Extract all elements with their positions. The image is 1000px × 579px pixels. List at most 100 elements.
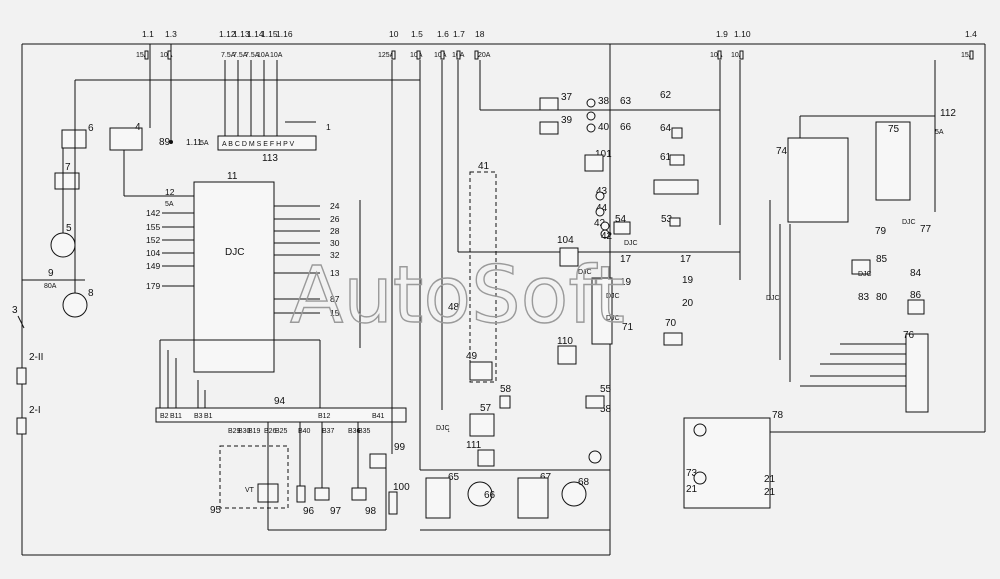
svg-text:80: 80 <box>876 292 888 303</box>
svg-text:B36: B36 <box>348 428 361 435</box>
svg-text:4: 4 <box>135 122 141 133</box>
svg-text:5A: 5A <box>200 140 209 147</box>
svg-text:125A: 125A <box>378 52 395 59</box>
svg-text:73: 73 <box>686 468 698 479</box>
svg-text:42: 42 <box>601 231 613 242</box>
middle-section: 41 48 49 37 39 38 40 63 66 62 64 101 61 … <box>419 60 741 531</box>
svg-text:85: 85 <box>876 254 888 265</box>
djc-output-arrows: 142 155 152 104 149 179 <box>146 208 194 291</box>
svg-text:B19: B19 <box>248 428 261 435</box>
svg-text:1.16: 1.16 <box>276 29 293 39</box>
svg-text:DJC: DJC <box>606 315 620 322</box>
starter-motor <box>50 232 76 258</box>
svg-text:61: 61 <box>660 152 672 163</box>
svg-text:97: 97 <box>330 506 342 517</box>
relay-group-41 <box>469 171 497 383</box>
svg-text:98: 98 <box>365 506 377 517</box>
svg-text:53: 53 <box>661 214 673 225</box>
fuse-1-5: 1.5 10A <box>410 29 423 60</box>
svg-text:80A: 80A <box>44 283 57 290</box>
ground-labels: DJC ↓ DJC DJC DJC DJC DJC DJC DJC <box>436 219 916 434</box>
svg-text:7.5A: 7.5A <box>245 52 260 59</box>
svg-text:104: 104 <box>146 248 160 258</box>
svg-text:43: 43 <box>596 186 608 197</box>
svg-text:66: 66 <box>484 490 496 501</box>
svg-text:30: 30 <box>330 238 340 248</box>
svg-text:B11: B11 <box>170 413 182 420</box>
svg-text:5: 5 <box>66 223 72 234</box>
svg-text:89: 89 <box>159 137 171 148</box>
svg-text:B12: B12 <box>318 413 331 420</box>
svg-text:66: 66 <box>620 122 632 133</box>
svg-text:99: 99 <box>394 442 406 453</box>
svg-text:1.9: 1.9 <box>716 29 728 39</box>
svg-text:77: 77 <box>920 224 932 235</box>
fuse-1-7: 1.710A <box>452 29 465 60</box>
svg-text:2-I: 2-I <box>29 405 41 416</box>
svg-text:13: 13 <box>330 268 340 278</box>
svg-text:DJC: DJC <box>606 293 620 300</box>
svg-text:1.12: 1.12 <box>219 29 236 39</box>
svg-text:6: 6 <box>88 123 94 134</box>
svg-text:94: 94 <box>274 396 286 407</box>
svg-text:B26: B26 <box>264 428 277 435</box>
svg-text:7.5A: 7.5A <box>233 52 248 59</box>
svg-text:19: 19 <box>620 277 632 288</box>
svg-text:19: 19 <box>682 275 694 286</box>
fuse-1-14: 1.147.5A <box>245 29 264 59</box>
svg-text:41: 41 <box>478 161 490 172</box>
connector-113: A B C D M S E F H P V 113 1 <box>217 60 331 164</box>
svg-text:B41: B41 <box>372 413 385 420</box>
svg-text:75: 75 <box>888 124 900 135</box>
svg-text:15A: 15A <box>136 52 149 59</box>
fuse-1-12: 1.127.5A <box>219 29 236 59</box>
svg-text:8: 8 <box>88 288 94 299</box>
svg-text:57: 57 <box>480 403 492 414</box>
svg-text:63: 63 <box>620 96 632 107</box>
svg-text:101: 101 <box>595 149 612 160</box>
svg-text:86: 86 <box>910 290 922 301</box>
svg-text:17: 17 <box>680 254 692 265</box>
svg-text:11: 11 <box>227 171 238 182</box>
svg-text:5A: 5A <box>165 201 174 208</box>
svg-text:152: 152 <box>146 235 160 245</box>
svg-text:10A: 10A <box>410 52 423 59</box>
svg-text:7: 7 <box>65 162 71 173</box>
svg-text:155: 155 <box>146 222 160 232</box>
svg-text:B1: B1 <box>204 413 213 420</box>
svg-text:B30: B30 <box>238 428 251 435</box>
svg-text:1.5: 1.5 <box>411 29 423 39</box>
right-section: 74 75 112 5A 76 79 77 85 84 83 80 86 17 … <box>620 60 956 509</box>
svg-text:1.6: 1.6 <box>437 29 449 39</box>
svg-text:DJC: DJC <box>766 295 780 302</box>
svg-text:68: 68 <box>578 477 590 488</box>
svg-text:15A: 15A <box>961 52 974 59</box>
svg-text:10A: 10A <box>731 52 744 59</box>
svg-text:24: 24 <box>330 201 340 211</box>
svg-text:12: 12 <box>165 187 175 197</box>
svg-text:83: 83 <box>858 292 870 303</box>
svg-text:21: 21 <box>686 484 698 495</box>
lower-left-sensors: 95 VT 96 97 98 99 100 <box>210 60 410 531</box>
svg-text:1.13: 1.13 <box>233 29 250 39</box>
svg-text:21: 21 <box>764 474 776 485</box>
svg-text:B2: B2 <box>160 413 169 420</box>
svg-text:B37: B37 <box>322 428 335 435</box>
svg-text:111: 111 <box>466 440 482 451</box>
svg-text:58: 58 <box>500 384 512 395</box>
svg-text:DJC: DJC <box>902 219 916 226</box>
svg-text:20A: 20A <box>478 52 491 59</box>
svg-text:65: 65 <box>448 472 460 483</box>
svg-text:1.3: 1.3 <box>165 29 177 39</box>
svg-text:48: 48 <box>448 302 460 313</box>
svg-text:1.10: 1.10 <box>734 29 751 39</box>
svg-text:78: 78 <box>772 410 784 421</box>
svg-text:20: 20 <box>682 298 694 309</box>
svg-text:100: 100 <box>393 482 410 493</box>
svg-text:2-II: 2-II <box>29 352 43 363</box>
svg-text:62: 62 <box>660 90 672 101</box>
